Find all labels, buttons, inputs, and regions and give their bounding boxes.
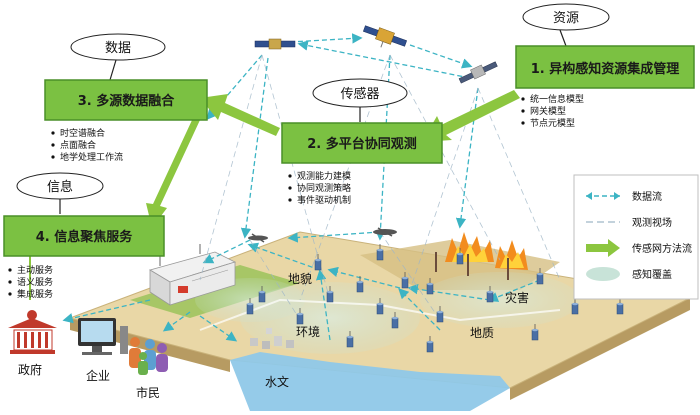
method-flow-arrow bbox=[200, 94, 280, 136]
list-service: 主动服务 语义服务 集成服务 bbox=[8, 264, 53, 300]
ellipse-resource: 资源 bbox=[523, 4, 609, 46]
legend-label: 感知覆盖 bbox=[632, 268, 672, 281]
box-resource-management: 1. 异构感知资源集成管理 bbox=[516, 46, 694, 88]
list-item: 事件驱动机制 bbox=[297, 194, 351, 206]
list-item: 语义服务 bbox=[17, 276, 53, 288]
label-government: 政府 bbox=[18, 362, 42, 377]
user-citizen: 市民 bbox=[129, 337, 168, 400]
uav-1 bbox=[248, 234, 268, 242]
list-item: 观测能力建模 bbox=[297, 170, 351, 182]
list-item: 时空谱融合 bbox=[60, 127, 105, 139]
list-item: 协同观测策略 bbox=[297, 182, 351, 194]
data-flow-line bbox=[245, 58, 268, 236]
box-multi-platform-observation: 2. 多平台协同观测 bbox=[282, 123, 442, 163]
data-flow-line bbox=[300, 44, 470, 78]
box-multi-platform-observation-label: 2. 多平台协同观测 bbox=[307, 136, 417, 152]
label-hydrology: 水文 bbox=[265, 374, 289, 389]
ellipse-sensor: 传感器 bbox=[313, 79, 407, 122]
legend-label: 传感网方法流 bbox=[632, 242, 692, 255]
ellipse-data-label: 数据 bbox=[105, 41, 131, 56]
user-enterprise: 企业 bbox=[78, 318, 128, 383]
satellite-1 bbox=[255, 39, 295, 49]
satellite-3 bbox=[458, 59, 498, 85]
ellipse-info: 信息 bbox=[17, 173, 103, 214]
uav-2 bbox=[373, 228, 397, 236]
list-item: 集成服务 bbox=[17, 288, 53, 300]
label-enterprise: 企业 bbox=[86, 368, 110, 383]
label-landform: 地貌 bbox=[288, 271, 312, 286]
list-item: 节点元模型 bbox=[530, 118, 575, 129]
list-observation: 观测能力建模 协同观测策略 事件驱动机制 bbox=[288, 170, 351, 206]
label-environment: 环境 bbox=[296, 324, 320, 339]
ellipse-sensor-label: 传感器 bbox=[340, 86, 379, 102]
ellipse-data: 数据 bbox=[71, 34, 165, 80]
data-flow-line bbox=[410, 45, 470, 66]
satellite-2 bbox=[360, 23, 408, 55]
coverage-area bbox=[420, 272, 580, 328]
label-citizen: 市民 bbox=[136, 385, 160, 400]
list-fusion: 时空谱融合 点面融合 地学处理工作流 bbox=[51, 127, 123, 163]
method-flow-arrow bbox=[146, 118, 200, 228]
legend: 数据流 观测视场 传感网方法流 感知覆盖 bbox=[574, 175, 698, 299]
ellipse-resource-label: 资源 bbox=[553, 11, 579, 26]
list-item: 统一信息模型 bbox=[530, 93, 584, 105]
label-disaster: 灾害 bbox=[505, 290, 529, 305]
data-flow-line bbox=[290, 38, 360, 42]
user-government: 政府 bbox=[8, 310, 57, 377]
box-multi-source-fusion: 3. 多源数据融合 bbox=[45, 80, 207, 120]
ellipse-info-label: 信息 bbox=[47, 179, 73, 195]
list-item: 网关模型 bbox=[530, 105, 566, 117]
box-information-service: 4. 信息聚焦服务 bbox=[4, 216, 164, 256]
list-resource: 统一信息模型 网关模型 节点元模型 bbox=[521, 93, 584, 129]
list-item: 地学处理工作流 bbox=[60, 151, 123, 163]
box-multi-source-fusion-label: 3. 多源数据融合 bbox=[78, 93, 176, 109]
label-geology: 地质 bbox=[470, 326, 494, 340]
box-resource-management-label: 1. 异构感知资源集成管理 bbox=[531, 61, 680, 77]
list-item: 主动服务 bbox=[17, 264, 53, 276]
legend-label: 数据流 bbox=[632, 190, 662, 203]
legend-label: 观测视场 bbox=[632, 216, 672, 229]
box-information-service-label: 4. 信息聚焦服务 bbox=[36, 229, 134, 245]
list-item: 点面融合 bbox=[60, 139, 96, 151]
